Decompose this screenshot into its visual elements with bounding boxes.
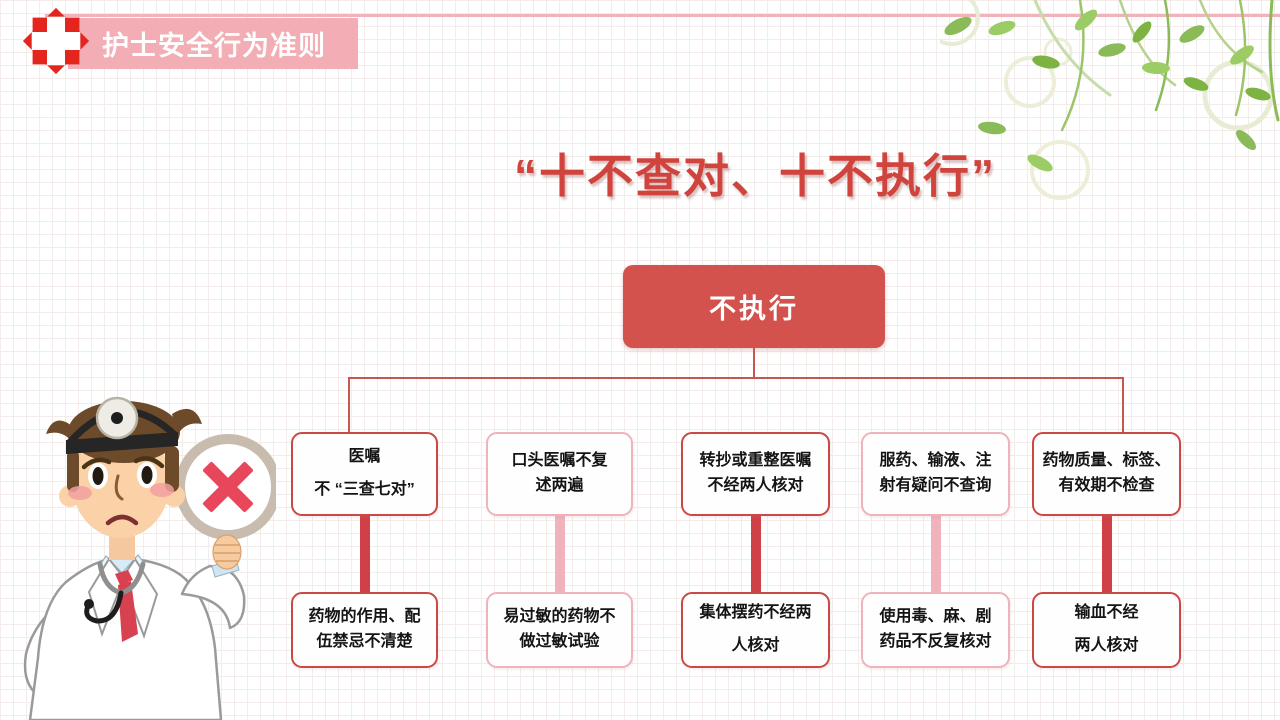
flowchart-bottom-box: 输血不经 两人核对 bbox=[1032, 592, 1181, 668]
box-text: 药物的作用、配 伍禁忌不清楚 bbox=[308, 608, 421, 650]
flowchart-bottom-box: 药物的作用、配 伍禁忌不清楚 bbox=[291, 592, 438, 668]
page-title: “十不查对、十不执行” bbox=[514, 150, 996, 202]
hospital-cross-icon bbox=[22, 7, 90, 75]
flowchart-bottom-box: 集体摆药不经两 人核对 bbox=[681, 592, 830, 668]
doctor-right-arm bbox=[180, 534, 246, 630]
column-connector-bar bbox=[554, 514, 565, 594]
flowchart-top-box: 药物质量、标签、 有效期不检查 bbox=[1032, 432, 1181, 516]
doctor-head bbox=[46, 396, 202, 560]
doctor-illustration bbox=[23, 396, 276, 720]
header-banner-title: 护士安全行为准则 bbox=[102, 31, 326, 61]
stethoscope-icon bbox=[84, 561, 146, 624]
leaf-cluster-icon bbox=[944, 9, 1271, 172]
connector-line bbox=[1122, 377, 1124, 433]
box-text: 易过敏的药物不 做过敏试验 bbox=[503, 608, 616, 650]
connector-line bbox=[753, 348, 755, 377]
leaves-decoration-icon bbox=[940, 0, 1280, 200]
flowchart-column: 医嘱 不 “三查七对” 药物的作用、配 伍禁忌不清楚 bbox=[291, 432, 438, 672]
connector-line bbox=[348, 377, 350, 433]
column-connector-bar bbox=[750, 514, 761, 594]
doctor-collar-and-tie bbox=[87, 554, 159, 642]
flowchart-bottom-box: 易过敏的药物不 做过敏试验 bbox=[486, 592, 633, 668]
flowchart-column: 转抄或重整医嘱 不经两人核对 集体摆药不经两 人核对 bbox=[681, 432, 830, 672]
flowchart-top-box: 医嘱 不 “三查七对” bbox=[291, 432, 438, 516]
flowchart-column: 口头医嘱不复 述两遍 易过敏的药物不 做过敏试验 bbox=[486, 432, 633, 672]
box-text: 医嘱 不 “三查七对” bbox=[314, 448, 415, 498]
box-text: 服药、输液、注 射有疑问不查询 bbox=[879, 452, 992, 494]
header-banner: 护士安全行为准则 bbox=[68, 18, 358, 69]
column-connector-bar bbox=[1101, 514, 1112, 594]
box-text: 药物质量、标签、 有效期不检查 bbox=[1042, 452, 1171, 494]
root-node-label: 不执行 bbox=[709, 294, 799, 324]
flowchart-top-box: 服药、输液、注 射有疑问不查询 bbox=[861, 432, 1010, 516]
box-text: 使用毒、麻、剧 药品不反复核对 bbox=[879, 608, 992, 650]
box-text: 转抄或重整医嘱 不经两人核对 bbox=[699, 452, 812, 494]
box-text: 输血不经 两人核对 bbox=[1074, 604, 1139, 654]
column-connector-bar bbox=[930, 514, 941, 594]
top-accent-line bbox=[45, 14, 1280, 17]
flowchart-column: 药物质量、标签、 有效期不检查 输血不经 两人核对 bbox=[1032, 432, 1181, 672]
column-connector-bar bbox=[359, 514, 370, 594]
box-text: 集体摆药不经两 人核对 bbox=[699, 604, 812, 654]
flowchart-bottom-box: 使用毒、麻、剧 药品不反复核对 bbox=[861, 592, 1010, 668]
flowchart-top-box: 转抄或重整医嘱 不经两人核对 bbox=[681, 432, 830, 516]
flowchart-root-node: 不执行 bbox=[623, 265, 885, 348]
flowchart-top-box: 口头医嘱不复 述两遍 bbox=[486, 432, 633, 516]
connector-line bbox=[348, 377, 1124, 379]
flowchart-column: 服药、输液、注 射有疑问不查询 使用毒、麻、剧 药品不反复核对 bbox=[861, 432, 1010, 672]
box-text: 口头医嘱不复 述两遍 bbox=[511, 452, 608, 494]
